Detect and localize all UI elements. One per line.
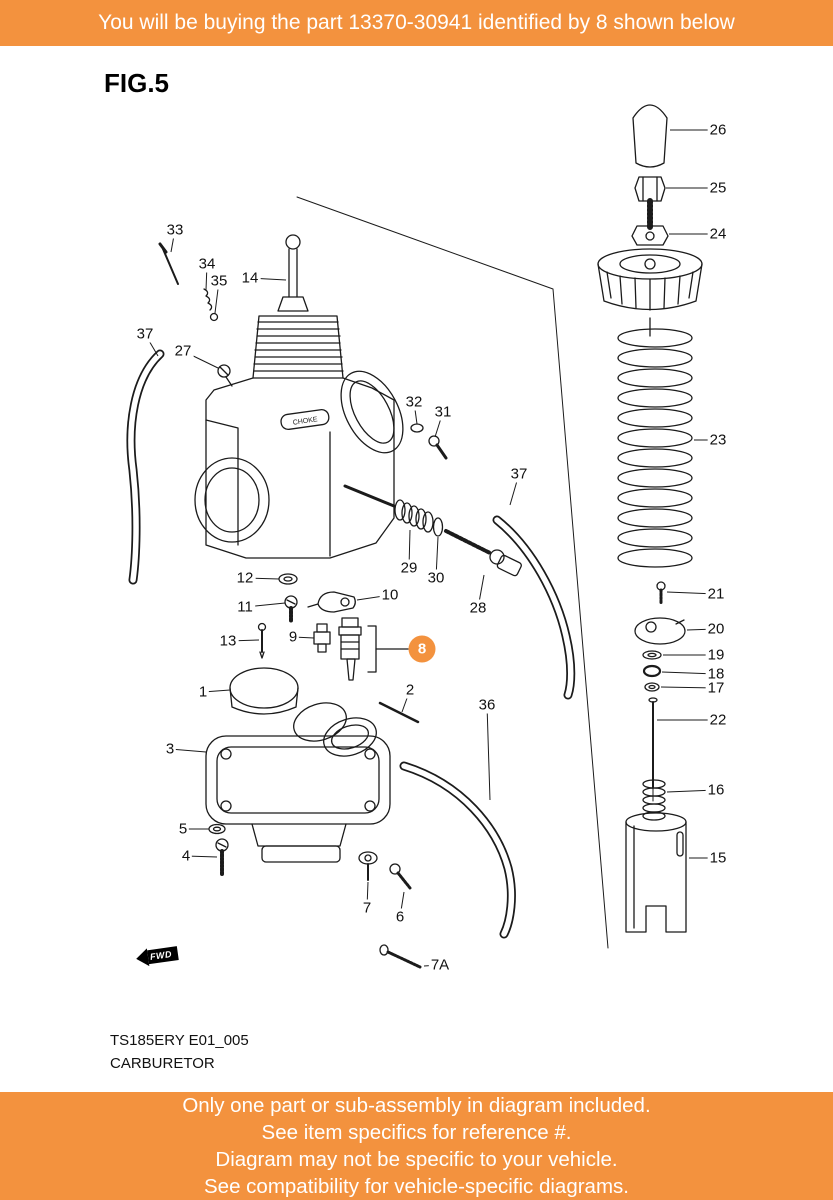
bottom-banner-line: Only one part or sub-assembly in diagram… — [182, 1094, 651, 1117]
part-label-30: 30 — [425, 569, 447, 587]
part-label-35: 35 — [208, 272, 230, 290]
part-label-36: 36 — [476, 696, 498, 714]
part-label-19: 19 — [705, 646, 727, 664]
part-label-4: 4 — [179, 847, 193, 865]
bottom-banner-line: See compatibility for vehicle-specific d… — [204, 1175, 629, 1198]
model-code: TS185ERY E01_005 — [110, 1032, 249, 1049]
part-label-6: 6 — [393, 908, 407, 926]
bottom-banner: Only one part or sub-assembly in diagram… — [0, 1092, 833, 1200]
part-label-37: 37 — [134, 325, 156, 343]
bottom-banner-line: Diagram may not be specific to your vehi… — [215, 1148, 618, 1171]
part-label-12: 12 — [234, 569, 256, 587]
part-label-17: 17 — [705, 679, 727, 697]
part-label-33: 33 — [164, 221, 186, 239]
part-label-5: 5 — [176, 820, 190, 838]
assembly-name: CARBURETOR — [110, 1055, 215, 1072]
part-label-18: 18 — [705, 665, 727, 683]
part-label-24: 24 — [707, 225, 729, 243]
part-label-26: 26 — [707, 121, 729, 139]
part-label-14: 14 — [239, 269, 261, 287]
top-banner: You will be buying the part 13370-30941 … — [0, 0, 833, 46]
part-label-15: 15 — [707, 849, 729, 867]
fwd-label: FWD — [147, 946, 179, 965]
part-label-27: 27 — [172, 342, 194, 360]
part-label-20: 20 — [705, 620, 727, 638]
figure-title: FIG.5 — [104, 68, 170, 98]
part-label-21: 21 — [705, 585, 727, 603]
highlighted-part-badge: 8 — [408, 635, 436, 663]
part-label-3: 3 — [163, 740, 177, 758]
part-label-11: 11 — [235, 598, 255, 616]
top-banner-text: You will be buying the part 13370-30941 … — [98, 11, 735, 34]
part-label-1: 1 — [196, 683, 210, 701]
part-label-7: 7 — [360, 899, 374, 917]
part-label-25: 25 — [707, 179, 729, 197]
part-label-7A: 7A — [428, 956, 452, 974]
part-label-16: 16 — [705, 781, 727, 799]
part-label-10: 10 — [379, 586, 401, 604]
part-label-2: 2 — [403, 681, 417, 699]
part-label-34: 34 — [196, 255, 218, 273]
part-label-29: 29 — [398, 559, 420, 577]
part-label-32: 32 — [403, 393, 425, 411]
choke-label: CHOKE — [292, 416, 318, 426]
part-label-31: 31 — [432, 403, 454, 421]
bottom-banner-line: See item specifics for reference #. — [261, 1121, 572, 1144]
part-label-37: 37 — [508, 465, 530, 483]
part-label-13: 13 — [217, 632, 239, 650]
part-label-22: 22 — [707, 711, 729, 729]
part-label-9: 9 — [286, 628, 300, 646]
part-label-23: 23 — [707, 431, 729, 449]
part-label-28: 28 — [467, 599, 489, 617]
